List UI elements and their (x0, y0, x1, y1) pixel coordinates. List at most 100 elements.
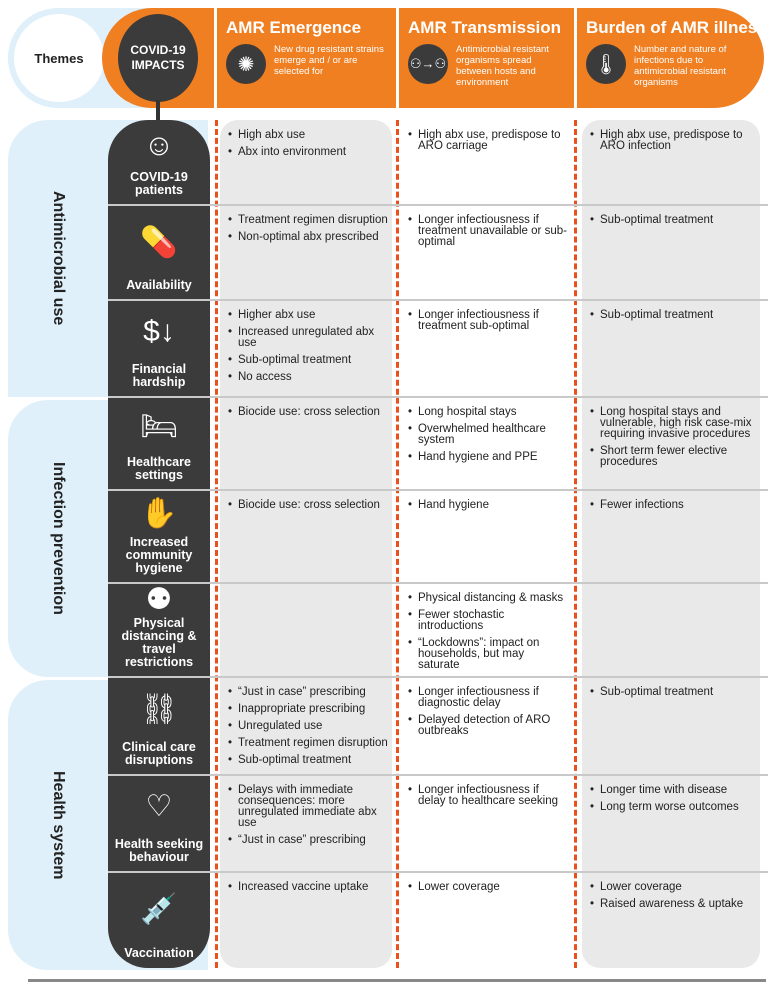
impacts-text: COVID-19 IMPACTS (130, 43, 186, 72)
person-transfer-icon: ⚇→⚇ (408, 44, 448, 84)
theme-text: Antimicrobial use (50, 191, 67, 326)
impact-3: 🛏Healthcare settings (108, 397, 210, 490)
bullet-item: Long term worse outcomes (590, 801, 752, 813)
theme-health-system: Health system (8, 680, 108, 970)
bullet-item: Raised awareness & uptake (590, 898, 752, 910)
column-title: Burden of AMR illness (586, 18, 767, 37)
impact-label: Physical distancing & travel restriction… (121, 616, 197, 669)
bottom-rule (28, 979, 766, 982)
emergence-cell: Increased vaccine uptake (228, 872, 390, 899)
emergence-cell: Delays with immediate consequences: more… (228, 775, 390, 852)
bullet-item: Long hospital stays (408, 406, 568, 418)
thermometer-icon: 🌡 (586, 44, 626, 84)
bullet-item: Sub-optimal treatment (590, 686, 752, 698)
bullet-item: Unregulated use (228, 720, 390, 732)
row-divider (108, 774, 768, 776)
header-divider (214, 8, 217, 108)
bullet-item: Longer infectiousness if treatment sub-o… (408, 309, 568, 332)
transmission-cell: High abx use, predispose to ARO carriage (408, 120, 568, 158)
bullet-item: Longer infectiousness if delay to health… (408, 784, 568, 807)
connector (156, 100, 160, 124)
burden-cell: Long hospital stays and vulnerable, high… (590, 397, 752, 474)
column-header-emergence: AMR Emergence ✺New drug resistant strain… (218, 8, 396, 108)
bullet-item: High abx use, predispose to ARO infectio… (590, 129, 752, 152)
emergence-cell: High abx useAbx into environment (228, 120, 390, 164)
medicine-bottle-icon: 💊 (140, 225, 178, 259)
coughing-person-icon: ☺ (143, 128, 175, 162)
burden-cell: Longer time with diseaseLong term worse … (590, 775, 752, 819)
theme-text: Health system (50, 770, 67, 880)
themes-text: Themes (34, 50, 84, 66)
row-divider (108, 676, 768, 678)
header-divider (574, 8, 577, 108)
bullet-item: High abx use, predispose to ARO carriage (408, 129, 568, 152)
bullet-item: Treatment regimen disruption (228, 214, 390, 226)
dashed-divider (215, 120, 218, 968)
bullet-item: Non-optimal abx prescribed (228, 231, 390, 243)
transmission-cell: Longer infectiousness if delay to health… (408, 775, 568, 813)
bullet-item: Increased vaccine uptake (228, 881, 390, 893)
row-divider (108, 396, 768, 398)
bullet-item: Longer infectiousness if treatment unava… (408, 214, 568, 248)
bullet-item: Lower coverage (408, 881, 568, 893)
bullet-item: Longer time with disease (590, 784, 752, 796)
impact-label: Clinical care disruptions (122, 740, 196, 767)
bullet-item: Longer infectiousness if diagnostic dela… (408, 686, 568, 709)
bullet-item: Inappropriate prescribing (228, 703, 390, 715)
bullet-item: Sub-optimal treatment (228, 754, 390, 766)
bullet-item: Higher abx use (228, 309, 390, 321)
impact-6: ⛓Clinical care disruptions (108, 677, 210, 775)
impact-label: Health seeking behaviour (114, 837, 204, 864)
burden-cell: Lower coverageRaised awareness & uptake (590, 872, 752, 916)
bullet-item: Short term fewer elective procedures (590, 445, 752, 468)
bullet-item: Sub-optimal treatment (228, 354, 390, 366)
bullet-item: Fewer stochastic introductions (408, 609, 568, 632)
theme-text: Infection prevention (50, 462, 67, 615)
bullet-item: Increased unregulated abx use (228, 326, 390, 349)
row-divider (108, 299, 768, 301)
themes-label: Themes (14, 14, 104, 102)
bullet-item: “Just in case” prescribing (228, 834, 390, 846)
bullet-item: No access (228, 371, 390, 383)
bullet-item: Sub-optimal treatment (590, 309, 752, 321)
bullet-item: Sub-optimal treatment (590, 214, 752, 226)
hand-washing-icon: ✋ (140, 496, 178, 530)
impact-4: ✋Increased community hygiene (108, 490, 210, 583)
column-description: Number and nature of infections due to a… (634, 44, 727, 88)
row-divider (108, 489, 768, 491)
column-title: AMR Transmission (408, 18, 562, 37)
hospital-bed-icon: 🛏 (139, 410, 179, 443)
header-divider (396, 8, 399, 108)
column-description: Antimicrobial resistant organisms spread… (456, 44, 549, 88)
burden-cell: Sub-optimal treatment (590, 677, 752, 704)
impact-label: COVID-19 patients (130, 170, 188, 197)
emergence-cell: Treatment regimen disruptionNon-optimal … (228, 205, 390, 249)
column-title: AMR Emergence (226, 18, 362, 37)
emergence-cell: Biocide use: cross selection (228, 490, 390, 517)
theme-infection-prevention: Infection prevention (8, 400, 108, 677)
emergence-cell: Higher abx useIncreased unregulated abx … (228, 300, 390, 389)
impact-8: 💉Vaccination (108, 872, 210, 968)
bullet-item: Biocide use: cross selection (228, 499, 390, 511)
transmission-cell: Longer infectiousness if diagnostic dela… (408, 677, 568, 743)
bullet-item: Delayed detection of ARO outbreaks (408, 714, 568, 737)
emergence-cell (228, 583, 390, 593)
shield-virus-icon: ✺ (226, 44, 266, 84)
transmission-cell: Long hospital staysOverwhelmed healthcar… (408, 397, 568, 469)
bullet-item: Lower coverage (590, 881, 752, 893)
column-header-burden: Burden of AMR illness 🌡Number and nature… (578, 8, 767, 108)
impact-5: ⚉Physical distancing & travel restrictio… (108, 583, 210, 677)
transmission-cell: Physical distancing & masksFewer stochas… (408, 583, 568, 677)
syringe-icon: 💉 (140, 893, 178, 926)
column-description: New drug resistant strains emerge and / … (274, 44, 384, 77)
impact-2: $↓Financial hardship (108, 300, 210, 397)
transmission-cell: Lower coverage (408, 872, 568, 899)
bullet-item: Long hospital stays and vulnerable, high… (590, 406, 752, 440)
impact-label: Financial hardship (131, 362, 187, 389)
covid-impacts-label: COVID-19 IMPACTS (118, 14, 198, 102)
impacts-column (108, 120, 210, 968)
burden-cell: Sub-optimal treatment (590, 300, 752, 327)
transmission-cell: Hand hygiene (408, 490, 568, 517)
dashed-divider (574, 120, 577, 968)
impact-7: ♡Health seeking behaviour (108, 775, 210, 872)
